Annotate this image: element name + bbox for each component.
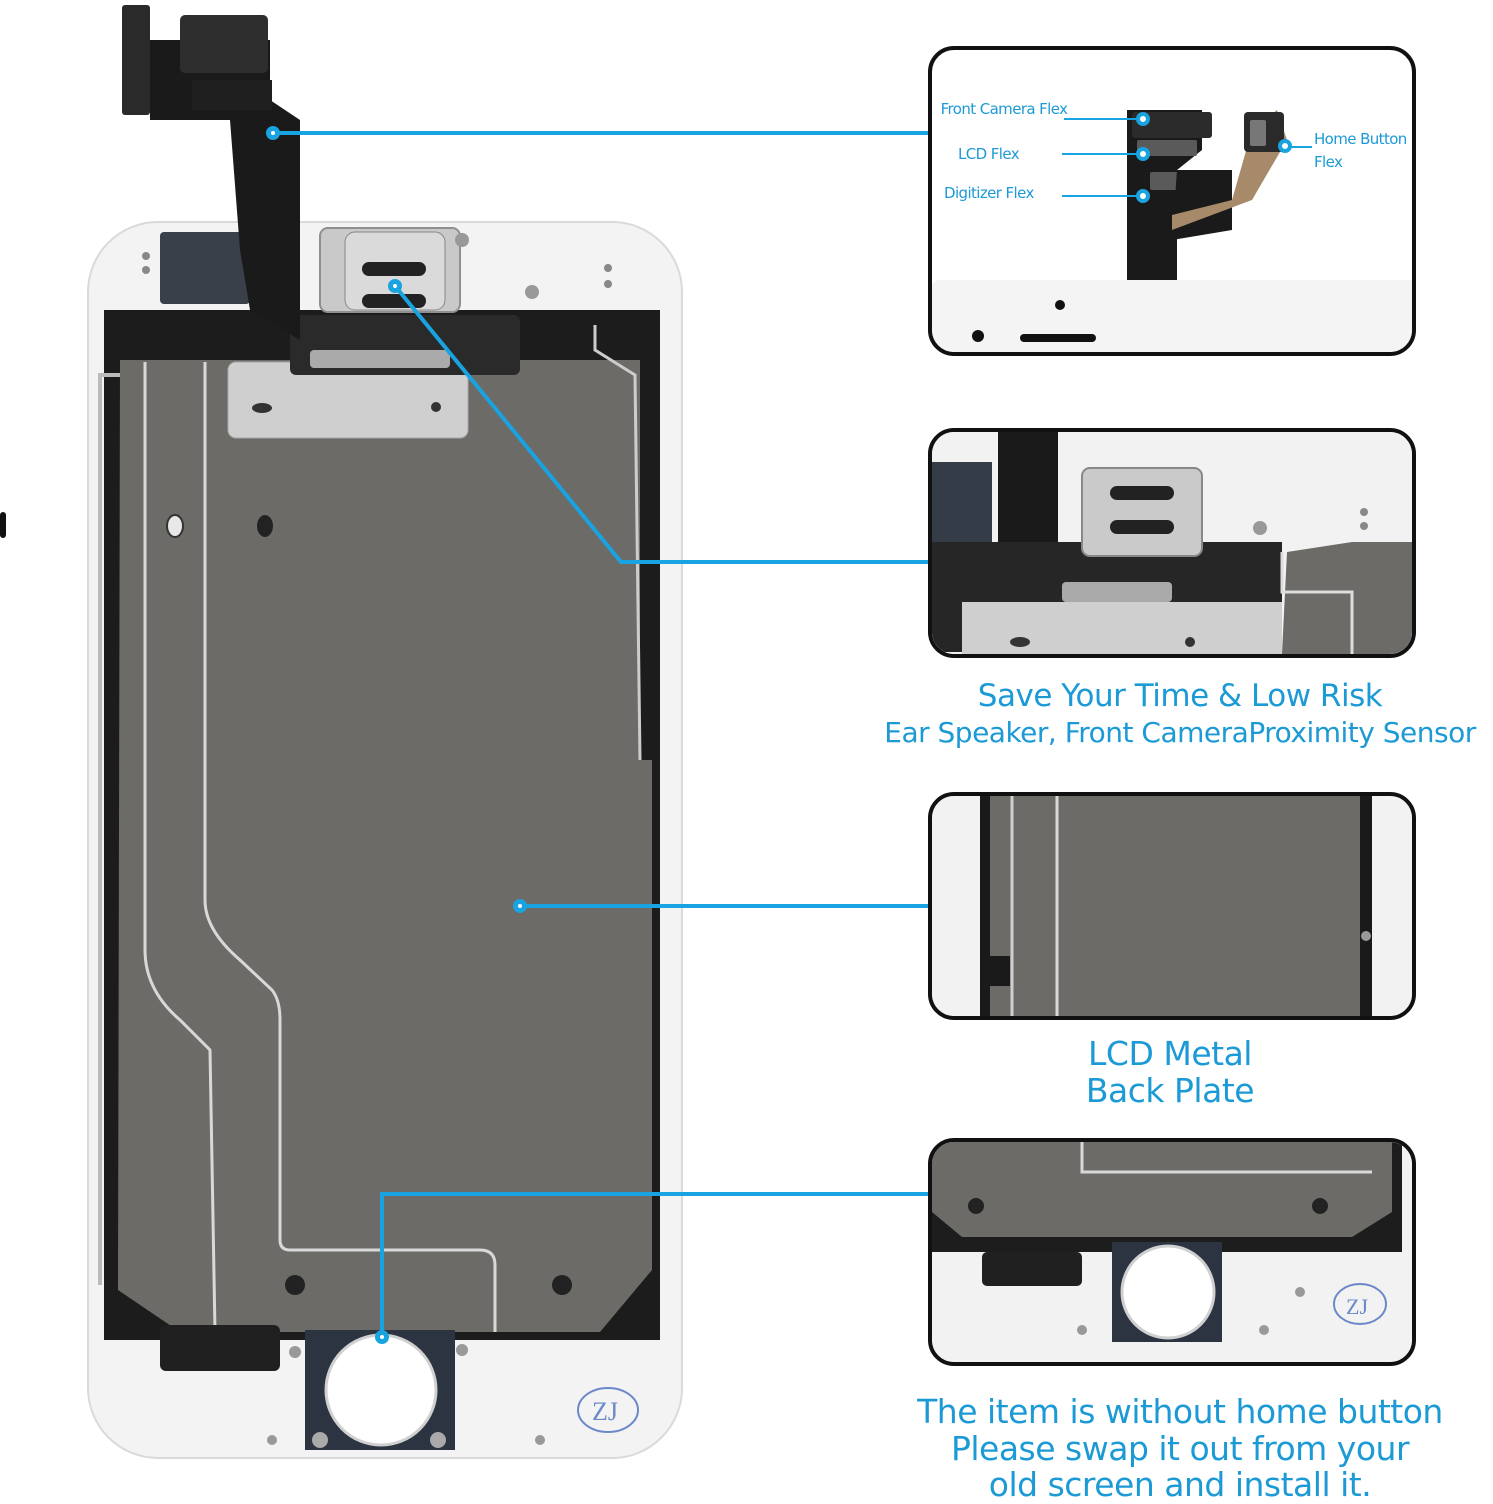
label-home-button-flex: Home Button Flex <box>1314 130 1407 171</box>
phone-screen-assembly: ZJ <box>0 5 683 1459</box>
label-front-camera-flex: Front Camera Flex <box>940 100 1068 118</box>
inset-metal-plate <box>928 792 1416 1020</box>
callout-line-3 <box>520 904 928 908</box>
callout-line-1 <box>272 131 928 135</box>
label-digitizer-flex: Digitizer Flex <box>944 184 1034 202</box>
callout-line-2 <box>393 284 930 564</box>
caption-swap-it-out: Please swap it out from your <box>950 1429 1410 1468</box>
caption-install-it: old screen and install it. <box>988 1465 1372 1504</box>
callout-dot-1 <box>266 126 280 140</box>
callout-dot-2 <box>388 279 402 293</box>
caption-back-plate: Back Plate <box>1085 1071 1255 1110</box>
callout-dot-3 <box>513 899 527 913</box>
inset-ear-speaker <box>928 428 1416 658</box>
inset-home-button: ZJ <box>928 1138 1416 1366</box>
caption-ear-speaker: Ear Speaker, Front CameraProximity Senso… <box>884 716 1476 749</box>
brand-mark: ZJ <box>592 1397 618 1426</box>
caption-lcd-metal: LCD Metal <box>1088 1034 1252 1073</box>
inset-flex-cables: Front Camera Flex LCD Flex Digitizer Fle… <box>928 46 1416 356</box>
inset-brand-mark: ZJ <box>1346 1294 1368 1319</box>
callout-line-4 <box>380 1192 930 1340</box>
flex-cable <box>150 40 300 340</box>
home-button-hole <box>324 1333 438 1447</box>
edge-mark <box>0 512 6 538</box>
callout-dot-4 <box>375 1330 389 1344</box>
caption-save-time: Save Your Time & Low Risk <box>977 678 1383 714</box>
metal-back-plate <box>118 360 652 1332</box>
caption-without-home-button: The item is without home button <box>917 1392 1443 1431</box>
label-lcd-flex: LCD Flex <box>958 145 1020 163</box>
